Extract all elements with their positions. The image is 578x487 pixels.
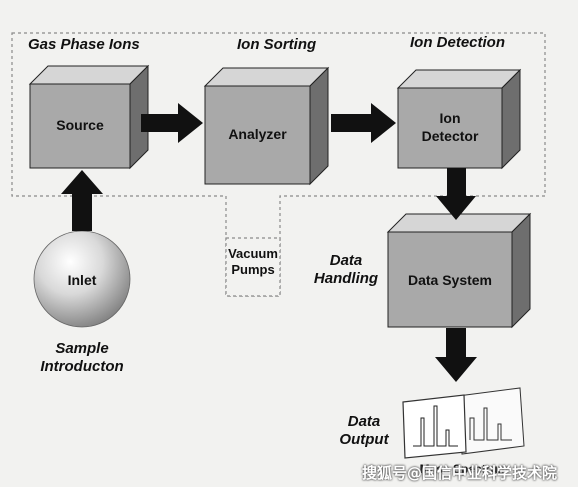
ion-detection-label: Ion Detection — [410, 34, 506, 51]
sample-introduction-line-2: Introducton — [40, 358, 124, 375]
analyzer-box — [203, 66, 330, 186]
mass-spectrum-label: Mass Spectrum — [419, 462, 509, 476]
ion-detector-label: Ion Detector — [398, 110, 502, 145]
ion-sorting-label: Ion Sorting — [237, 36, 317, 53]
inlet-label: Inlet — [67, 272, 97, 288]
arrow-source-to-analyzer — [141, 103, 203, 143]
arrow-analyzer-to-detector — [331, 103, 396, 143]
vacuum-pumps-line-1: Vacuum — [228, 246, 278, 261]
ion-detector-line-2: Detector — [421, 127, 479, 144]
ion-detector-line-1: Ion — [439, 110, 461, 126]
source-box — [28, 64, 150, 170]
data-handling-line-2: Handling — [313, 270, 379, 287]
arrow-datasystem-to-output — [435, 328, 477, 382]
arrow-detector-to-datasystem — [436, 168, 476, 220]
data-system-box — [386, 212, 532, 329]
arrow-inlet-to-source — [61, 170, 103, 231]
vacuum-pumps-line-2: Pumps — [231, 262, 275, 278]
gas-phase-ions-label: Gas Phase Ions — [28, 36, 140, 53]
vacuum-pumps-label: Vacuum Pumps — [226, 246, 280, 279]
sample-introduction-line-1: Sample — [55, 340, 109, 357]
ion-detector-box — [396, 68, 522, 170]
watermark: 搜狐号@国信中业科学技术院 — [362, 464, 558, 482]
data-output-line-2: Output — [339, 431, 389, 448]
vacuum-pumps-box — [225, 237, 281, 297]
data-output-label: Data Output — [322, 413, 406, 449]
analyzer-label: Analyzer — [228, 126, 287, 142]
data-handling-label: Data Handling — [296, 252, 396, 288]
mass-spectrum-output-icon — [402, 387, 525, 459]
data-output-line-1: Data — [347, 413, 381, 430]
sample-introduction-label: Sample Introducton — [24, 340, 140, 376]
data-system-label: Data System — [407, 272, 493, 288]
source-label: Source — [56, 117, 104, 133]
data-handling-line-1: Data — [329, 252, 363, 269]
